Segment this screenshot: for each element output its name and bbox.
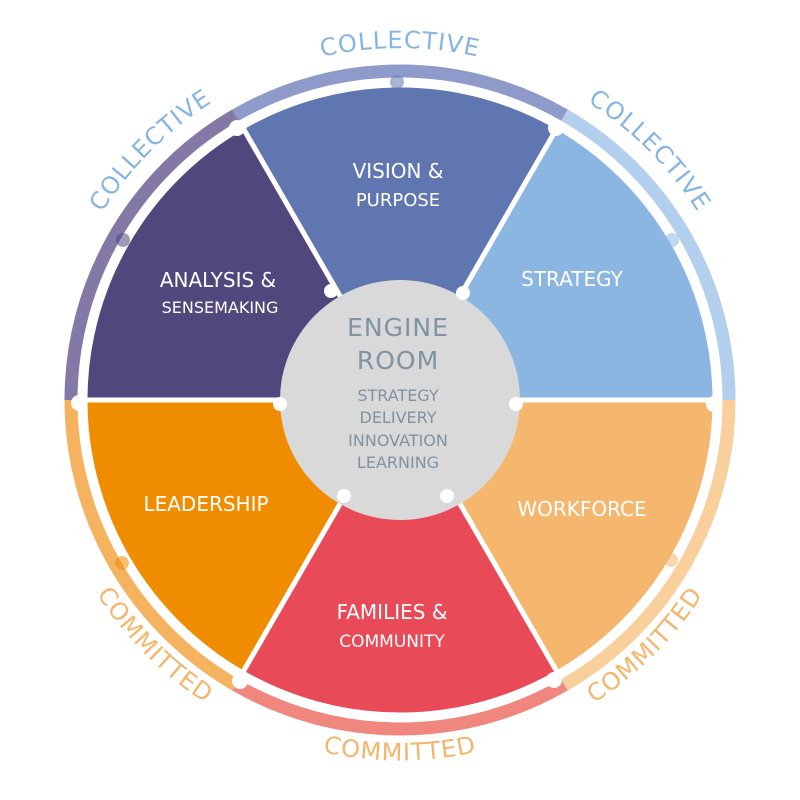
center-item-learning: LEARNING — [357, 453, 439, 472]
center-item-innovation: INNOVATION — [348, 431, 448, 450]
ring-label-bottom-committed: COMMITTED — [322, 731, 479, 767]
segment-label-leadership: LEADERSHIP — [143, 492, 268, 516]
ring-mid-dot — [665, 233, 679, 247]
ring-label-top-collective: COLLECTIVE — [317, 26, 482, 63]
segment-label-strategy: STRATEGY — [521, 267, 623, 291]
outer-dots — [71, 120, 722, 689]
ring-arc-workforce — [561, 399, 736, 691]
outer-dot — [706, 396, 722, 412]
segment-label-analysis-2: SENSEMAKING — [162, 298, 279, 317]
center-item-delivery: DELIVERY — [360, 408, 437, 427]
segment-label-analysis: ANALYSIS & — [160, 268, 276, 292]
inner-dot — [273, 397, 287, 411]
inner-dots — [273, 284, 523, 503]
ring-mid-dot — [390, 75, 404, 89]
segment-label-workforce: WORKFORCE — [517, 497, 646, 521]
segment-label-vision-2: PURPOSE — [356, 190, 440, 211]
outer-dot — [232, 673, 248, 689]
ring-arc-vision — [232, 64, 568, 121]
ring-arc-analysis — [64, 109, 239, 401]
ring-mid-dot — [116, 233, 130, 247]
center-title-line2: ROOM — [357, 346, 439, 375]
outer-dot — [229, 120, 245, 136]
inner-dot — [456, 286, 470, 300]
outer-dot — [71, 395, 87, 411]
segment-families-community[interactable] — [240, 397, 560, 718]
engine-room-center[interactable] — [280, 280, 520, 520]
segment-label-vision: VISION & — [353, 159, 444, 183]
outer-dot — [546, 672, 562, 688]
inner-dot — [440, 489, 454, 503]
center-title-line1: ENGINE — [347, 313, 449, 342]
center-item-strategy: STRATEGY — [357, 386, 439, 405]
segment-label-families-2: COMMUNITY — [339, 632, 445, 652]
segment-label-families: FAMILIES & — [337, 600, 448, 624]
inner-dot — [509, 397, 523, 411]
ring-mid-dot — [115, 556, 129, 570]
ring-arc-families — [232, 679, 568, 736]
inner-dot — [337, 489, 351, 503]
inner-dot — [324, 284, 338, 298]
ring-arc-strategy — [561, 109, 736, 401]
ring-mid-dot — [664, 553, 678, 567]
outer-dot — [548, 120, 564, 136]
ring-mid-dots — [115, 75, 679, 570]
